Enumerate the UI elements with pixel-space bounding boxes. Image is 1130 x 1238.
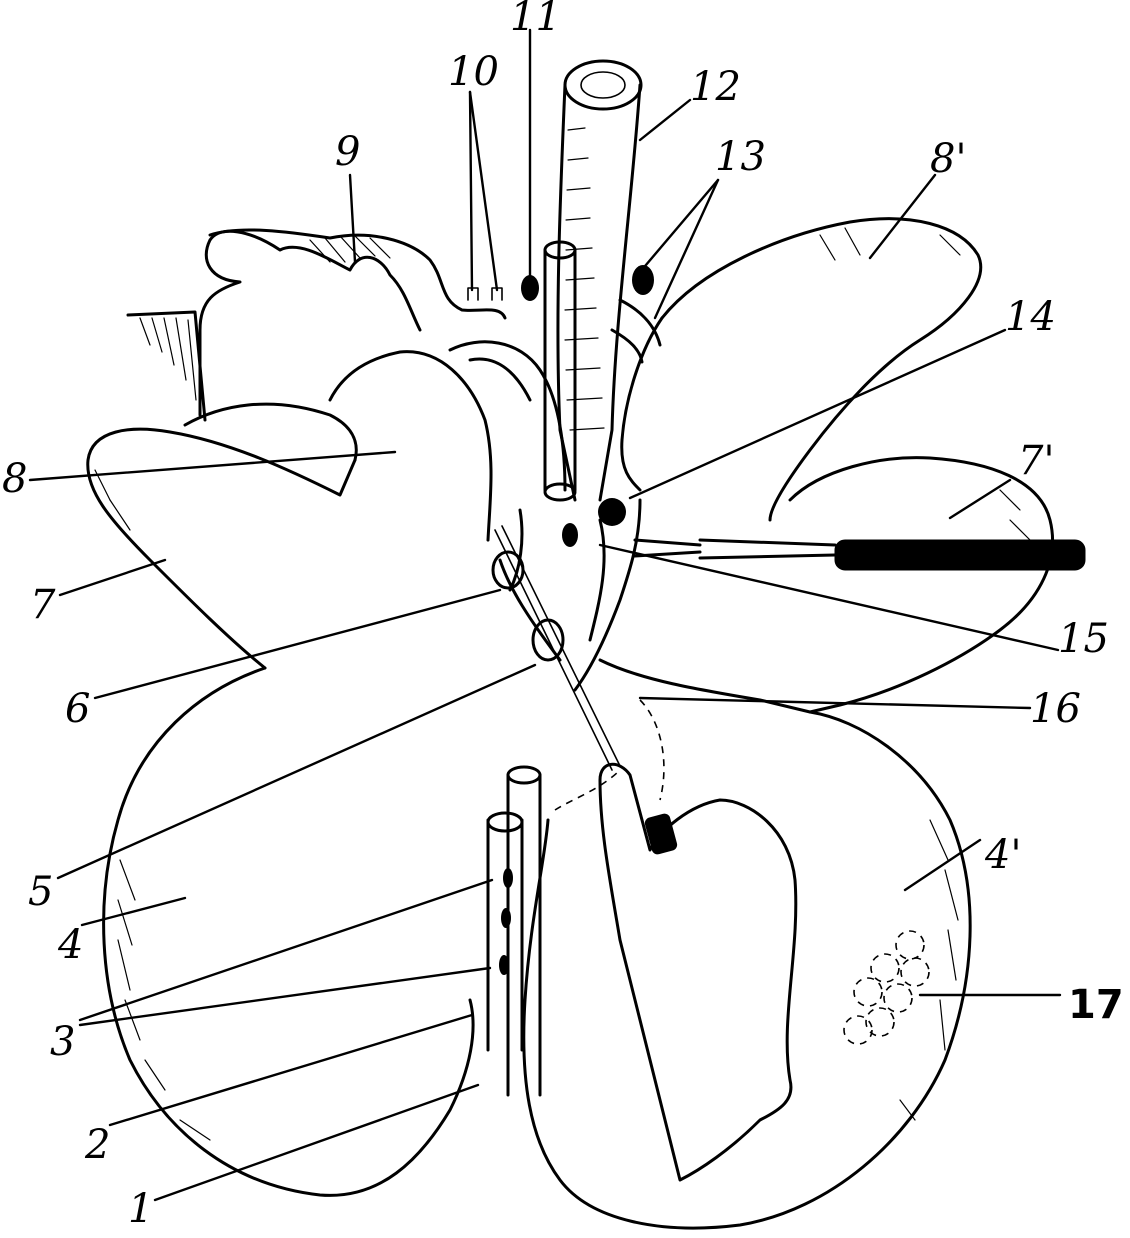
lobe-7 — [86, 427, 357, 670]
aorta-rings — [564, 127, 605, 431]
lobe-4-prime — [522, 710, 972, 1230]
lobe-8-prime-base — [620, 316, 664, 492]
cut-block-hatching — [139, 317, 197, 401]
probe-handle — [834, 539, 1086, 571]
leader-lines — [28, 28, 1062, 1202]
aorta-12 — [556, 83, 642, 502]
lobe-4 — [102, 666, 475, 1197]
label-17: 17 — [1068, 982, 1124, 1028]
probe-15 — [633, 538, 837, 560]
catheter-hole-1 — [503, 868, 513, 888]
node-14 — [598, 498, 626, 526]
label-2: 2 — [84, 1122, 110, 1168]
catheter-tube-2-top — [486, 811, 524, 833]
lobe-7-prime — [788, 456, 1055, 714]
catheter-tube-2 — [486, 818, 524, 1052]
lobe-8 — [183, 350, 493, 542]
vessel-arch — [448, 340, 567, 492]
label-8: 8 — [2, 456, 27, 502]
label-16: 16 — [1030, 686, 1081, 732]
cut-block — [126, 310, 207, 422]
central-junction — [498, 508, 606, 662]
organ-9 — [208, 228, 507, 320]
label-13: 13 — [715, 134, 766, 180]
label-7-prime: 7' — [1018, 438, 1054, 484]
lobe-4-prime-upper — [573, 498, 812, 714]
dashed-nodules-17 — [843, 930, 930, 1045]
lobe-hatching — [94, 227, 1031, 1141]
label-9: 9 — [335, 129, 360, 175]
label-8-prime: 8' — [930, 136, 966, 182]
label-7: 7 — [30, 582, 56, 628]
aorta-12-lumen — [563, 59, 643, 111]
node-13 — [632, 265, 654, 295]
label-5: 5 — [28, 869, 53, 915]
label-14: 14 — [1005, 294, 1056, 340]
label-1: 1 — [128, 1186, 153, 1232]
label-6: 6 — [65, 686, 90, 732]
lobe-8-prime — [660, 217, 983, 522]
catheter-tube-top — [506, 765, 542, 785]
needle-probe — [494, 525, 621, 771]
node-15a — [562, 523, 578, 547]
left-hand — [198, 229, 422, 417]
catheter-hole-2 — [501, 908, 511, 928]
label-3: 3 — [50, 1019, 75, 1065]
catheter-hole-3 — [499, 955, 509, 975]
label-4-prime: 4' — [984, 832, 1021, 878]
label-15: 15 — [1058, 616, 1109, 662]
node-11 — [521, 275, 539, 301]
label-11: 11 — [510, 0, 561, 40]
vessel-tube-bottom — [543, 482, 577, 502]
label-10: 10 — [448, 49, 499, 95]
label-12: 12 — [690, 64, 741, 110]
vessel-tube — [543, 248, 577, 492]
label-4: 4 — [57, 922, 83, 968]
right-hand — [598, 762, 798, 1182]
catheter-tube — [506, 773, 542, 1097]
dashed-region-16 — [554, 699, 665, 811]
vessel-tube-top — [543, 240, 577, 260]
organ-9-hatching — [309, 235, 391, 263]
aorta-12-inner — [580, 71, 626, 99]
right-hand-object — [644, 813, 678, 855]
